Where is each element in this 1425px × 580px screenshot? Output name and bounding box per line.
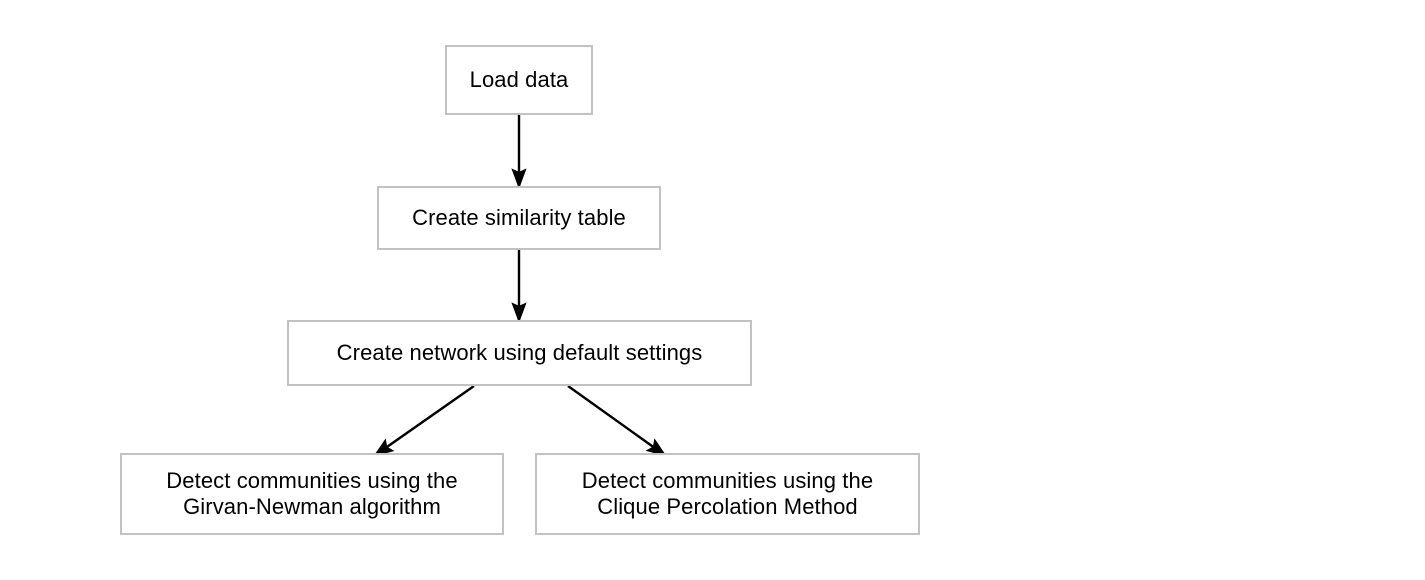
edge-network-to-girvan-newman <box>373 385 475 457</box>
node-create-network[interactable]: Create network using default settings <box>287 320 752 386</box>
node-detect-clique-percolation[interactable]: Detect communities using the Clique Perc… <box>535 453 920 535</box>
node-load-data[interactable]: Load data <box>445 45 593 115</box>
edge-network-to-clique-percolation <box>567 385 667 457</box>
node-create-similarity-table[interactable]: Create similarity table <box>377 186 661 250</box>
node-detect-girvan-newman[interactable]: Detect communities using the Girvan-Newm… <box>120 453 504 535</box>
